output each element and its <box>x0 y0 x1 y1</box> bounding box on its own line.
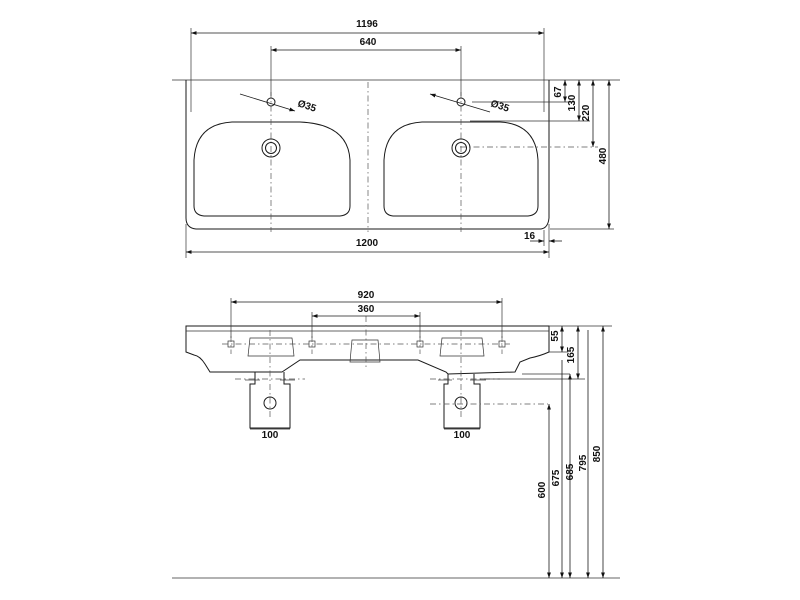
front-view: 920 360 100 100 55 165 600 675 685 795 8… <box>172 290 620 579</box>
label-850: 850 <box>592 445 603 462</box>
leader-left <box>239 93 296 112</box>
overflow-center <box>349 339 381 363</box>
label-480: 480 <box>598 147 609 164</box>
trap-outlet-right <box>454 396 468 410</box>
label-1196: 1196 <box>356 19 378 30</box>
label-55: 55 <box>550 330 561 342</box>
label-675: 675 <box>551 469 562 486</box>
right-bowl <box>383 121 539 217</box>
label-685: 685 <box>565 463 576 480</box>
basin-profile <box>185 325 550 375</box>
label-16: 16 <box>524 231 536 242</box>
trap-outlet-left <box>263 396 277 410</box>
label-130: 130 <box>567 94 578 111</box>
drain-right-inner <box>455 142 467 154</box>
tap-hole-dia-right: Ø35 <box>489 98 511 114</box>
bowl-front-right <box>439 337 485 357</box>
label-165: 165 <box>566 346 577 363</box>
left-bowl <box>193 121 351 217</box>
label-920: 920 <box>358 290 375 301</box>
trap-right <box>443 374 481 429</box>
label-1200: 1200 <box>356 238 379 249</box>
label-67: 67 <box>553 86 564 98</box>
tap-hole-dia-left: Ø35 <box>296 98 318 114</box>
trap-left <box>249 372 291 429</box>
bowl-front-left <box>247 337 295 357</box>
label-795: 795 <box>578 454 589 471</box>
drain-right-outer <box>451 138 471 158</box>
top-view: Ø35 Ø35 1196 640 1200 16 67 130 220 4 <box>172 19 620 258</box>
label-220: 220 <box>581 104 592 121</box>
label-100-right: 100 <box>454 430 471 441</box>
label-360: 360 <box>358 304 375 315</box>
drain-left-inner <box>265 142 277 154</box>
basin-outline-top <box>185 80 550 230</box>
label-640: 640 <box>360 37 377 48</box>
label-100-left: 100 <box>262 430 279 441</box>
label-600: 600 <box>537 481 548 498</box>
drain-left-outer <box>261 138 281 158</box>
leader-right <box>429 93 491 113</box>
